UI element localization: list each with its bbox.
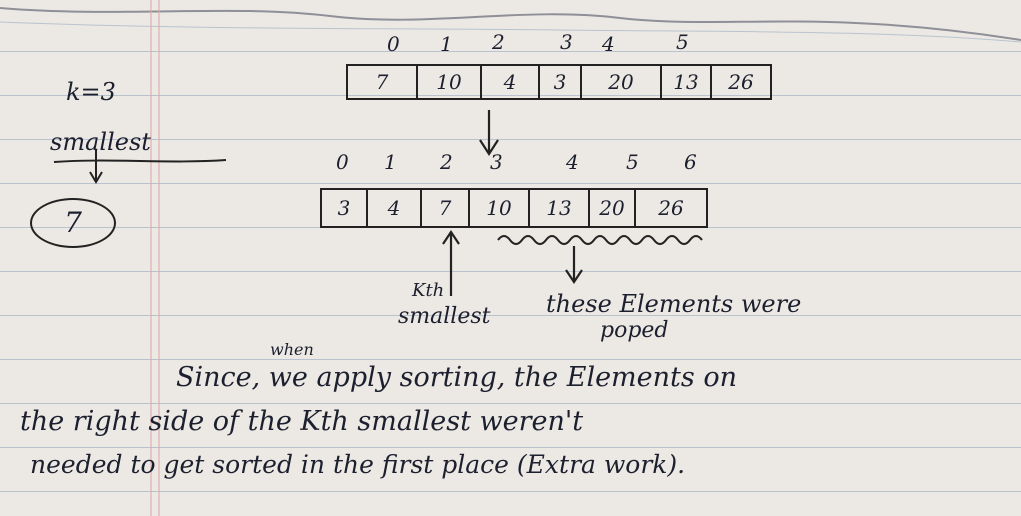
array2-cell: 3 [322,190,368,226]
poped-note: poped [600,318,669,343]
array1-index: 5 [676,30,689,54]
array2-cell: 7 [422,190,470,226]
insert-word: when [270,340,314,359]
kth-label: Kth [412,280,445,301]
array1-index: 0 [387,32,400,56]
array2-index: 3 [490,150,503,174]
array1-cell: 26 [728,70,754,94]
array2-index: 2 [440,150,453,174]
up-arrow-icon [442,230,460,296]
paragraph-line-2: the right side of the Kth smallest weren… [20,406,584,437]
paragraph-line-3: needed to get sorted in the first place … [30,450,686,479]
array2-index: 6 [684,150,697,174]
down-arrow-icon [479,110,499,157]
array1-cell: 7 [348,66,418,98]
array1-cell: 13 [662,66,712,98]
array1-cell: 3 [540,66,582,98]
smallest-label: smallest [50,128,151,156]
array1-cell: 4 [482,66,540,98]
array1-cell: 20 [582,66,662,98]
array2-cell: 13 [530,190,590,226]
array1-index: 4 [602,32,615,56]
array2-cell: 20 [590,190,636,226]
array2-index: 1 [384,150,397,174]
page-edge-curve [0,7,1021,43]
answer-circle: 7 [30,198,116,248]
smallest-underline [53,150,227,184]
array1-cell: 10 [418,66,482,98]
array2-index: 0 [336,150,349,174]
squiggle-brace [497,235,703,284]
these-elements-note: these Elements were [546,290,802,318]
array1-index: 3 [560,30,573,54]
array2: 3 4 7 10 13 20 26 [320,188,708,228]
array2-cell: 26 [658,196,684,220]
k-label: k=3 [66,78,116,106]
paragraph-line-1: Since, we apply sorting, the Elements on [176,362,737,393]
smallest-note: smallest [398,304,491,329]
array1-index: 1 [440,32,453,56]
margin-line-second [158,0,160,516]
array2-cell: 10 [470,190,530,226]
array1: 7 10 4 3 20 13 26 [346,64,772,100]
margin-line [150,0,152,516]
array1-index: 2 [492,30,505,54]
array2-index: 5 [626,150,639,174]
array2-cell: 4 [368,190,422,226]
array2-index: 4 [566,150,579,174]
answer-value: 7 [64,206,82,239]
